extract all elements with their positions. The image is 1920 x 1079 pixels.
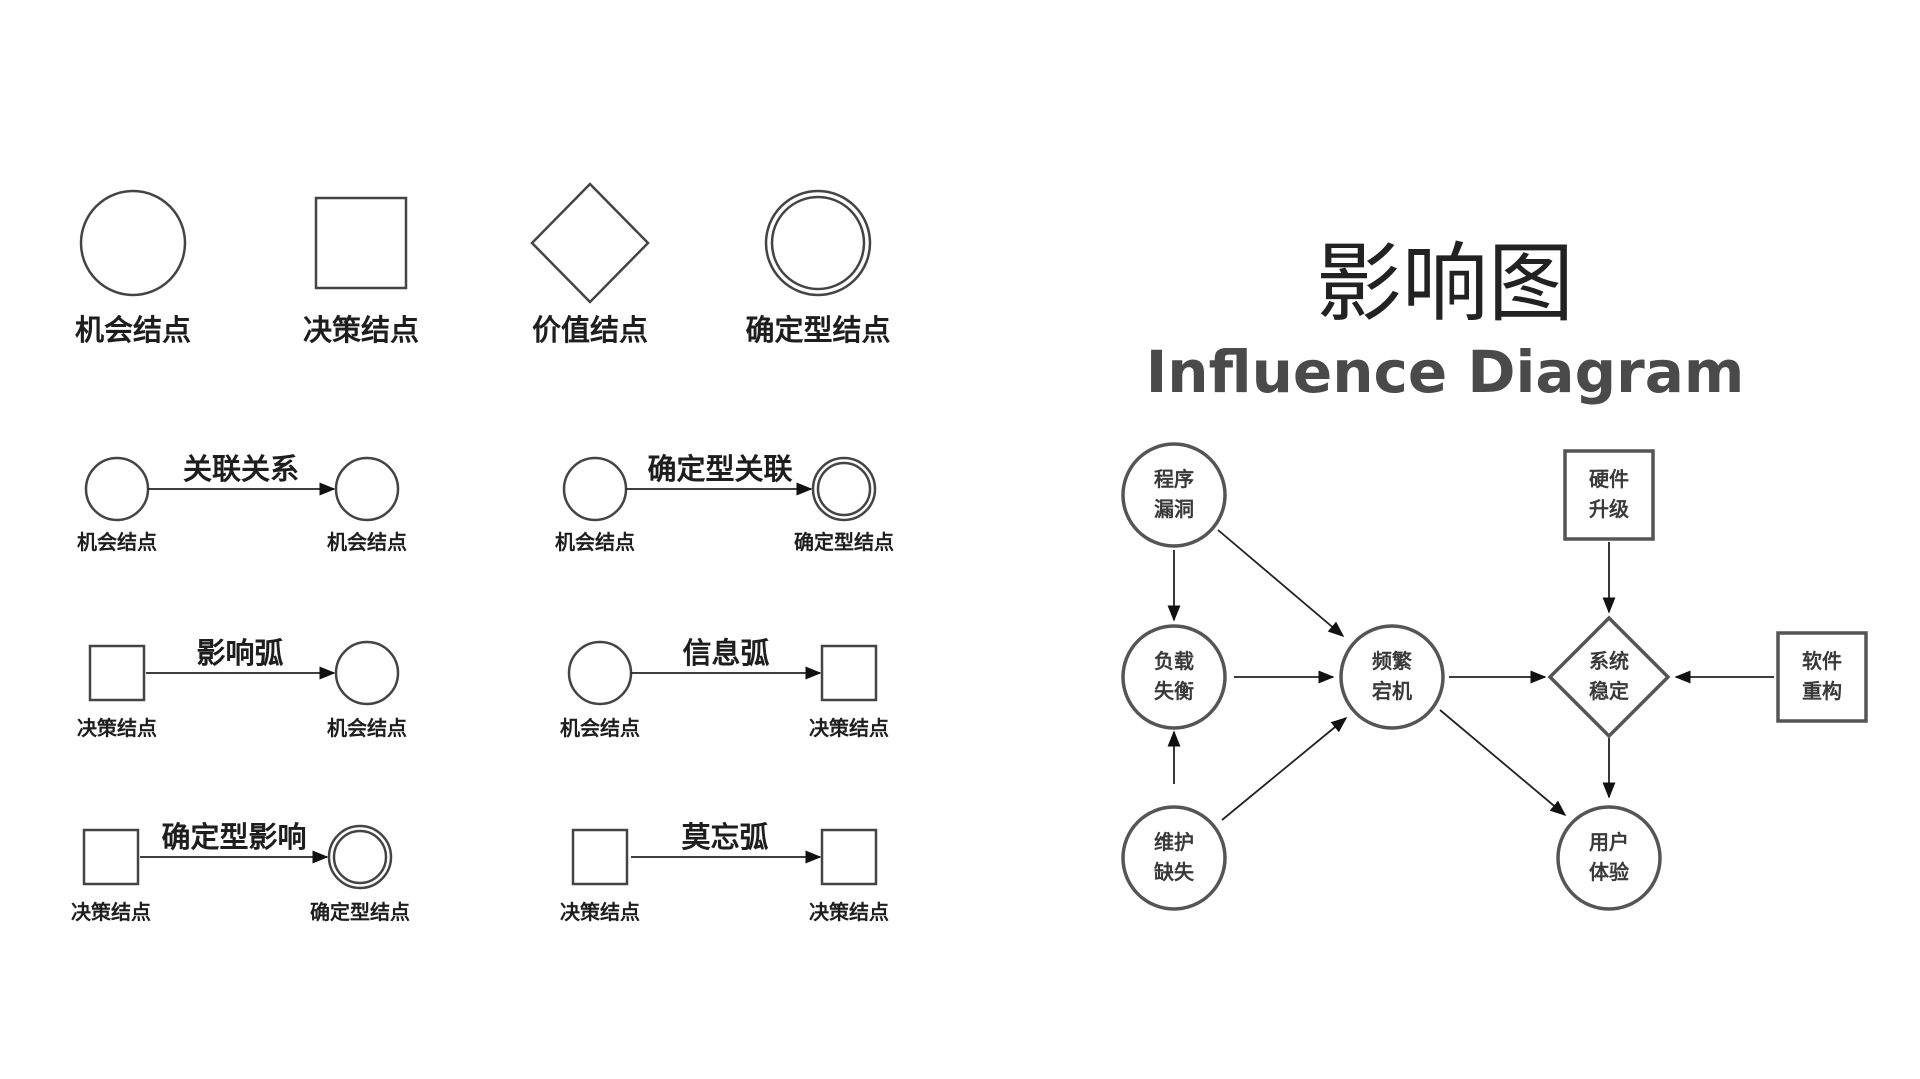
node-bug-line2: 漏洞 [1154,497,1194,521]
example-diagram-edges [1167,529,1774,821]
node-ux-line1: 用户 [1589,830,1629,854]
arc-association-label: 关联关系 [183,452,299,486]
node-stable-line2: 稳定 [1589,679,1629,703]
arc-deterministic-association-label: 确定型关联 [647,452,792,486]
chance-node-shape [79,189,187,297]
node-load: 负载 失衡 [1121,624,1227,730]
node-bug-line1: 程序 [1154,467,1194,491]
arc-from-label: 决策结点 [560,900,640,924]
legend-decision-node: 决策结点 [303,196,419,347]
arc-example-influence: 影响弧 决策结点 机会结点 [77,636,407,740]
node-crash: 频繁 宕机 [1339,624,1445,730]
deterministic-node-outer [764,189,872,297]
node-load-line2: 失衡 [1154,679,1194,703]
legend-chance-label: 机会结点 [75,313,191,347]
node-maint-line2: 缺失 [1154,860,1195,884]
arc-to-label: 决策结点 [809,900,889,924]
legend-decision-label: 决策结点 [303,313,419,347]
decision-node-shape [314,196,408,290]
legend-value-node: 价值结点 [530,182,650,347]
arc-to-label: 决策结点 [809,716,889,740]
title-english: Influence Diagram [1146,338,1745,406]
arc-information-label: 信息弧 [682,636,769,670]
node-stable: 系统 稳定 [1547,615,1671,739]
legend-value-label: 价值结点 [532,313,648,347]
legend-chance-node: 机会结点 [75,189,191,347]
arc-example-deterministic-influence: 确定型影响 决策结点 确定型结点 [71,820,410,924]
legend-deterministic-node: 确定型结点 [745,189,891,347]
arc-deterministic-influence-label: 确定型影响 [161,820,306,854]
node-ux-line2: 体验 [1589,860,1629,884]
node-load-line1: 负载 [1154,649,1194,673]
arc-from-label: 决策结点 [77,716,157,740]
deterministic-node-inner [770,195,866,291]
arc-memory-label: 莫忘弧 [681,820,768,854]
arc-from-label: 机会结点 [77,530,157,554]
arc-example-memory: 莫忘弧 决策结点 决策结点 [560,820,889,924]
node-hw-line2: 升级 [1589,497,1629,521]
node-sw-line2: 重构 [1802,679,1842,703]
arc-to-label: 确定型结点 [794,530,894,554]
node-maint-line1: 维护 [1154,830,1194,854]
node-ux: 用户 体验 [1556,805,1662,911]
arc-to-label: 确定型结点 [310,900,410,924]
node-bug: 程序 漏洞 [1121,442,1227,548]
node-maint: 维护 缺失 [1121,805,1227,911]
legend-deterministic-label: 确定型结点 [745,313,890,347]
node-stable-line1: 系统 [1589,649,1629,673]
arc-example-deterministic-association: 确定型关联 机会结点 确定型结点 [555,452,894,554]
node-crash-line2: 宕机 [1372,679,1412,703]
title-chinese: 影响图 [1316,234,1574,334]
arc-from-label: 机会结点 [555,530,635,554]
node-hw-line1: 硬件 [1589,467,1629,491]
arc-example-association: 关联关系 机会结点 机会结点 [77,452,407,554]
arc-to-label: 机会结点 [327,530,407,554]
node-crash-line1: 频繁 [1372,649,1413,673]
arc-example-information: 信息弧 机会结点 决策结点 [560,636,889,740]
node-sw-line1: 软件 [1802,649,1842,673]
arc-influence-label: 影响弧 [196,636,283,670]
arc-to-label: 机会结点 [327,716,407,740]
value-node-shape [530,182,650,304]
arc-from-label: 决策结点 [71,900,151,924]
arc-from-label: 机会结点 [560,716,640,740]
node-sw: 软件 重构 [1776,631,1868,723]
node-hw: 硬件 升级 [1563,449,1655,541]
